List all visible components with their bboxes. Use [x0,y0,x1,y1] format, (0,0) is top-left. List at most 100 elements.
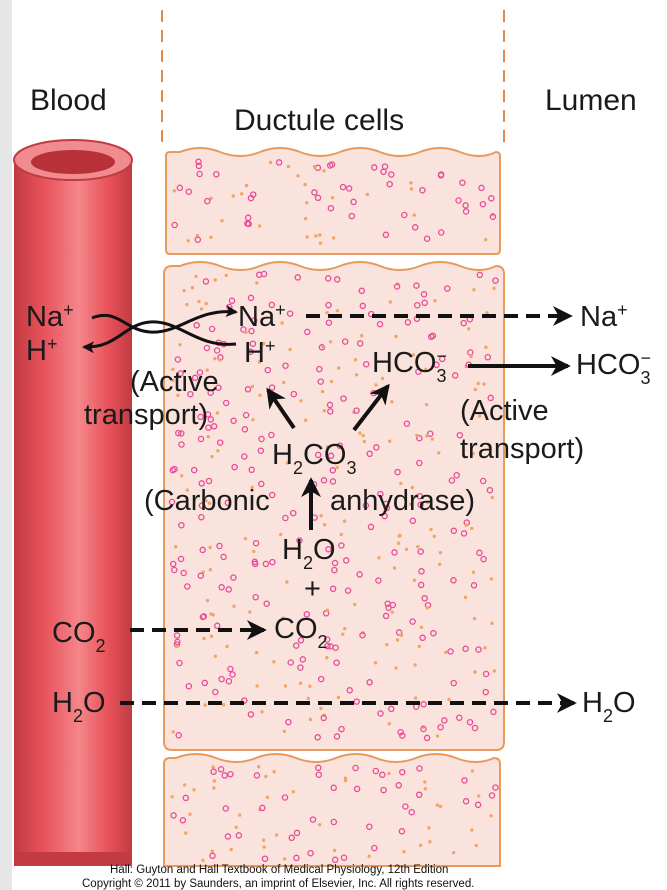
cytoplasm-dot [467,327,471,331]
cytoplasm-dot [487,444,491,448]
caption-line1: Hall: Guyton and Hall Textbook of Medica… [110,864,448,876]
cytoplasm-dot [250,384,255,389]
cytoplasm-dot [314,194,322,202]
cytoplasm-dot [305,235,309,239]
cytoplasm-dot [261,838,266,842]
cytoplasm-dot [444,650,448,654]
cytoplasm-dot [193,322,200,329]
cytoplasm-dot [229,847,233,852]
cytoplasm-dot [304,328,311,336]
cytoplasm-dot [354,373,359,377]
cytoplasm-dot [309,816,317,823]
cytoplasm-dot [311,189,318,196]
cytoplasm-dot [490,621,494,625]
blood-na-ion: Na+ [26,300,74,333]
cytoplasm-dot [225,644,229,649]
cytoplasm-dot [329,585,337,593]
cytoplasm-dot [217,766,225,773]
cytoplasm-dot [207,416,215,423]
cytoplasm-dot [318,344,326,351]
cytoplasm-dot [204,197,211,205]
cytoplasm-dot [399,732,406,739]
cytoplasm-dot [318,241,323,245]
cytoplasm-dot [370,164,378,171]
cytoplasm-speckles [168,158,499,864]
cytoplasm-dot [424,367,428,371]
cytoplasm-dot [257,360,262,364]
cytoplasm-dot [303,182,307,187]
cytoplasm-dot [224,499,232,507]
cytoplasm-dot [346,687,353,694]
cytoplasm-dot [304,418,308,422]
cytoplasm-dot [213,654,217,658]
cytoplasm-dot [195,162,203,170]
cytoplasm-dot [423,780,427,784]
cytoplasm-dot [175,429,182,437]
cytoplasm-dot [398,828,406,835]
cytoplasm-dot [386,180,393,188]
cytoplasm-dot [218,675,225,683]
cytoplasm-dot [372,767,380,775]
cytoplasm-dot [325,545,332,553]
cytoplasm-dot [338,542,345,549]
cytoplasm-dot [234,825,238,829]
cytoplasm-dot [221,772,228,779]
cytoplasm-dot [261,855,269,862]
cytoplasm-dot [204,499,208,503]
cytoplasm-dot [447,697,451,702]
cytoplasm-dot [419,186,426,194]
cytoplasm-dot [425,606,430,610]
blood-h2o: H2O [52,687,106,726]
cytoplasm-dot [462,202,469,209]
cytoplasm-dot [325,656,329,660]
cytoplasm-dot [231,463,238,471]
cytoplasm-dot [427,826,431,830]
cytoplasm-dot [205,424,212,431]
cytoplasm-dot [476,381,480,386]
cytoplasm-dot [249,191,257,198]
cytoplasm-dot [199,307,204,311]
cytoplasm-dot [242,411,250,419]
cytoplasm-dot [395,638,400,642]
cytoplasm-dot [475,646,482,653]
cytoplasm-dot [433,361,440,369]
cytoplasm-dot [383,504,391,512]
cytoplasm-dot [285,580,289,584]
cytoplasm-dot [178,441,185,448]
cytoplasm-dot [257,224,262,228]
cytoplasm-dot [212,786,216,790]
cytoplasm-dot [304,451,308,456]
cytoplasm-dot [194,236,202,243]
cytoplasm-dot [401,211,408,219]
cytoplasm-dot [212,688,219,696]
cytoplasm-dot [190,466,198,474]
cytoplasm-dot [402,850,406,854]
cytoplasm-dot [258,435,265,443]
cytoplasm-dot [380,168,387,175]
cytoplasm-dot [200,613,208,620]
cytoplasm-dot [197,299,201,304]
cytoplasm-dot [215,411,220,415]
cytoplasm-dot [252,539,260,547]
cell-h2co3: H2CO3 [272,439,356,478]
lumen-h2o: H2O [582,687,636,726]
cytoplasm-dot [489,577,493,581]
cytoplasm-dot [232,604,236,608]
cytoplasm-dot [169,466,177,474]
cytoplasm-dot [247,348,254,356]
cytoplasm-dot [208,325,216,333]
cytoplasm-dot [211,765,215,769]
cytoplasm-dot [381,512,388,520]
cytoplasm-dot [288,347,292,352]
cytoplasm-dot [356,340,364,347]
cytoplasm-dot [380,376,385,381]
cytoplasm-dot [329,467,337,474]
cytoplasm-dot [397,728,404,736]
cytoplasm-dot [208,568,213,572]
cytoplasm-dot [209,612,213,616]
cytoplasm-dot [353,407,360,414]
cytoplasm-dot [410,485,414,490]
cytoplasm-dot [227,770,234,778]
cytoplasm-dot [438,804,443,809]
cytoplasm-dot [330,818,338,826]
